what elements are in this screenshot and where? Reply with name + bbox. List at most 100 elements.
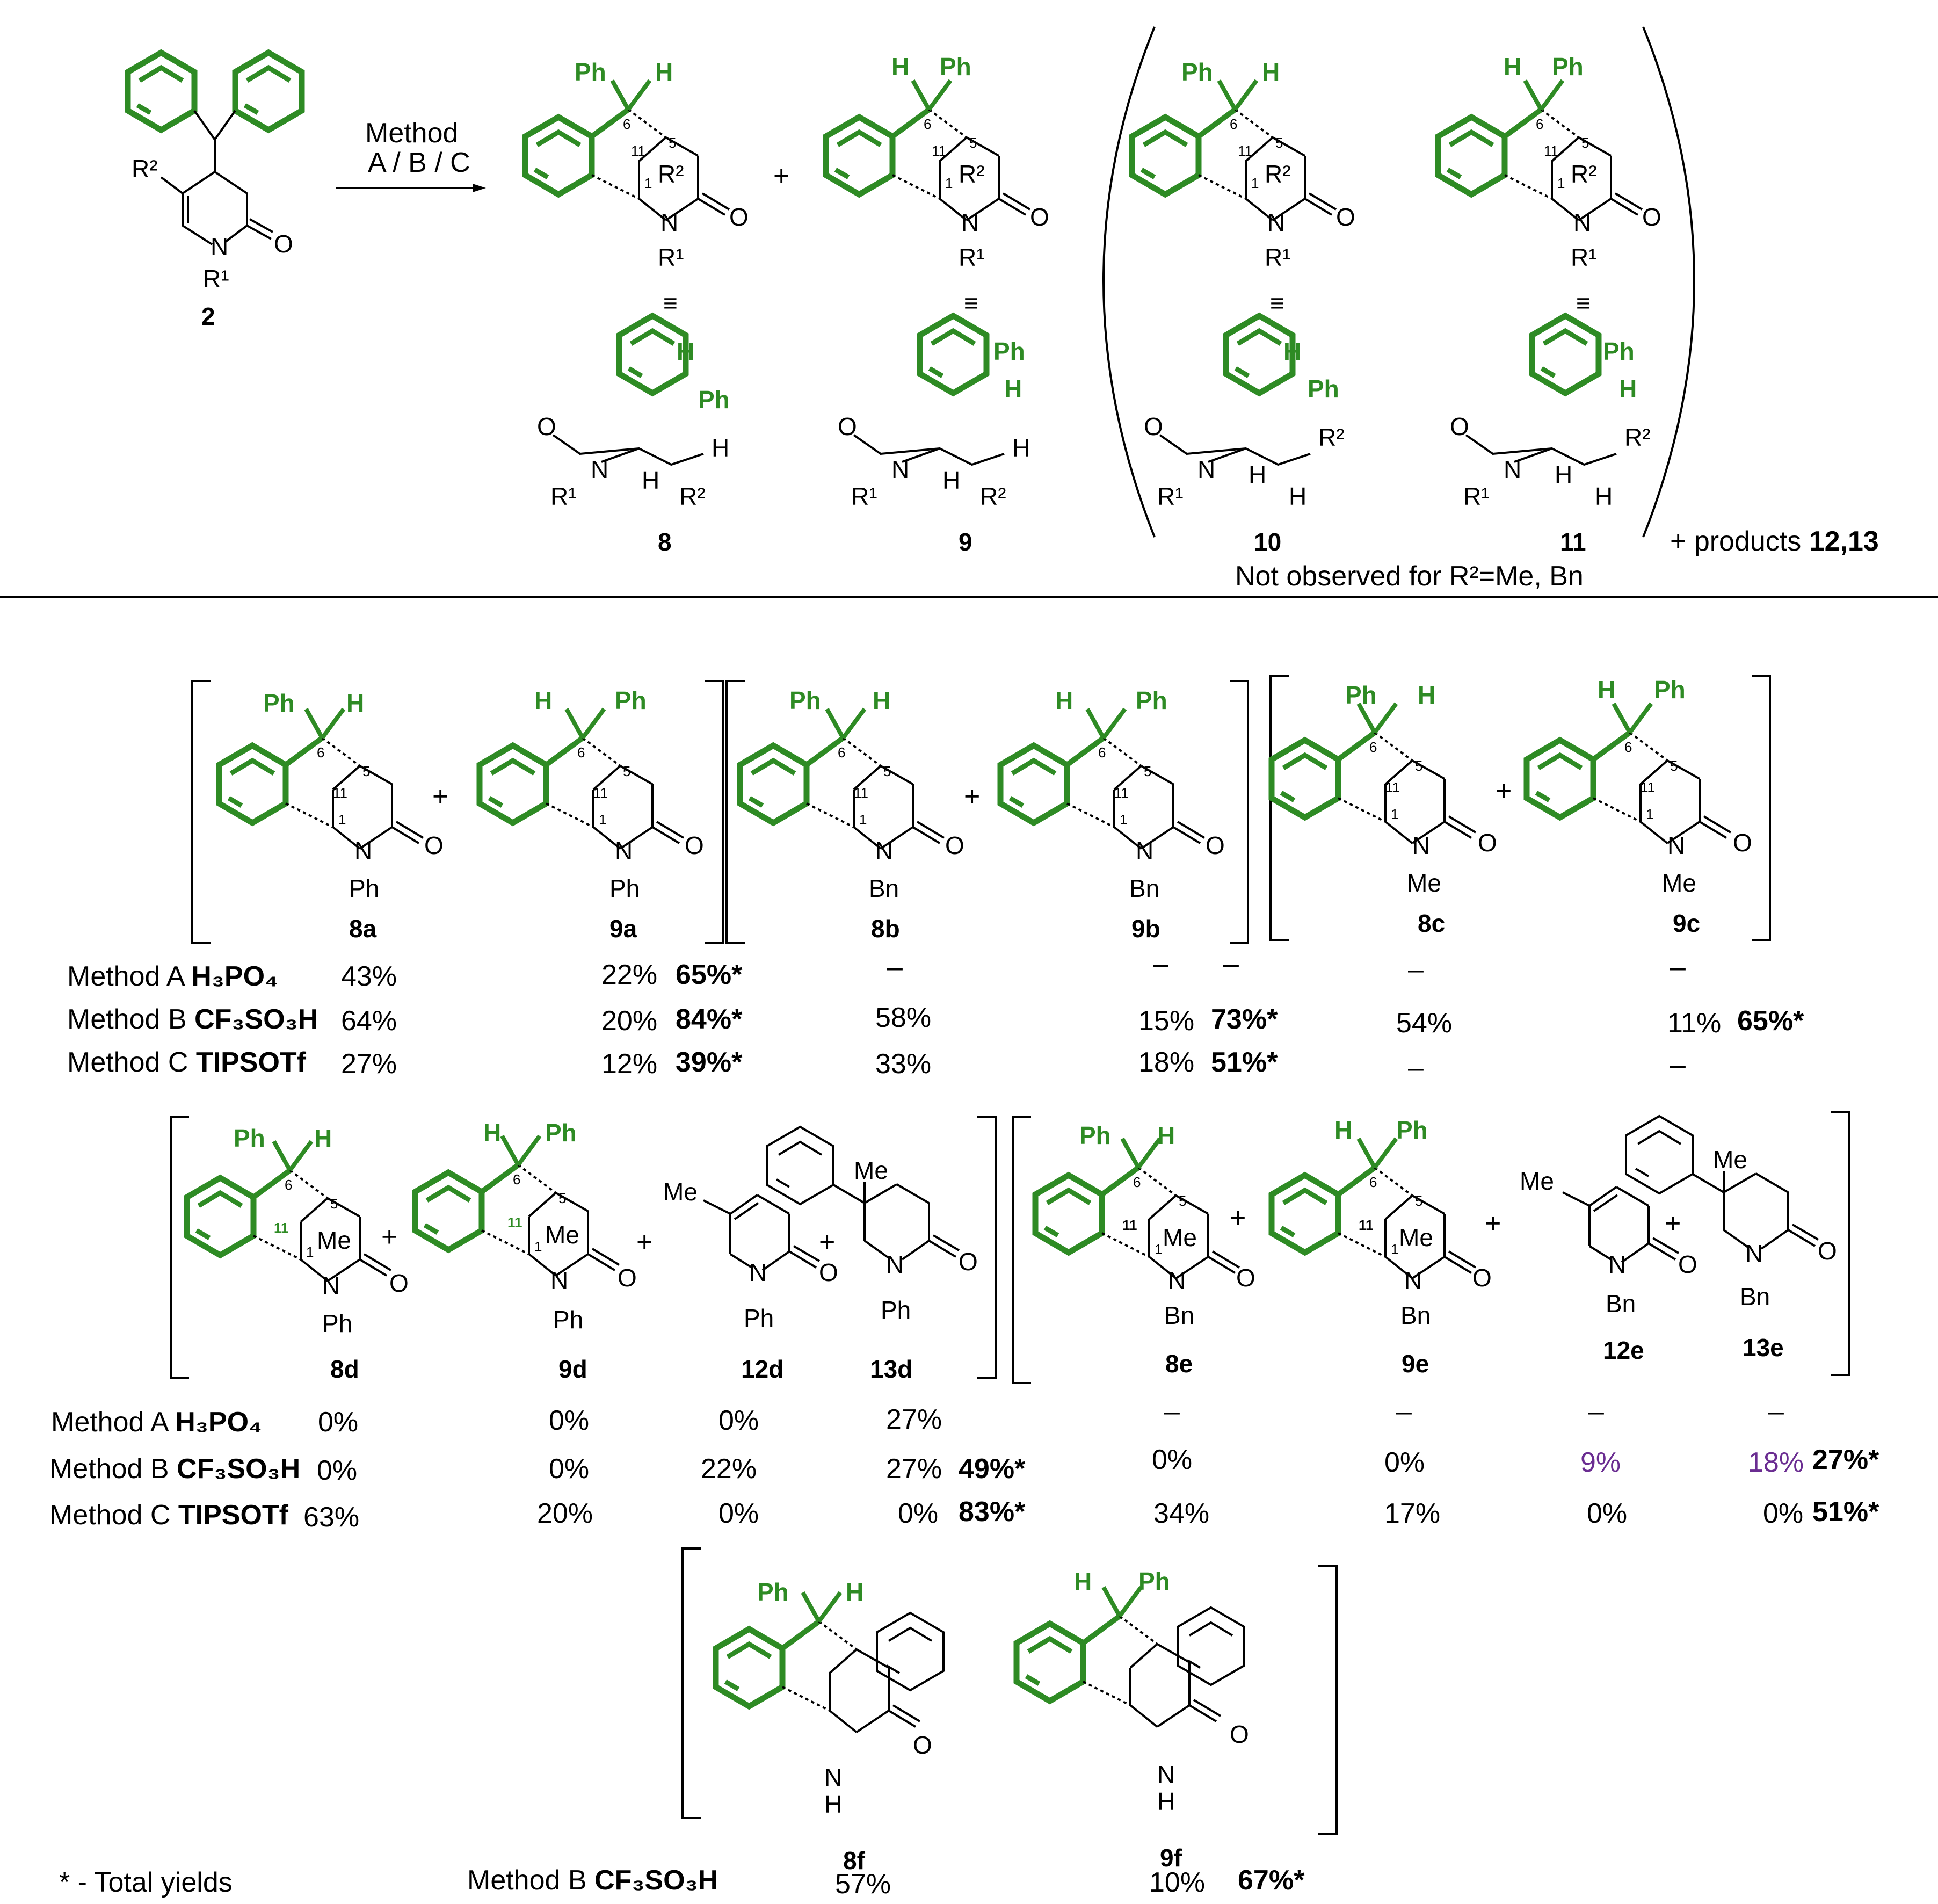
- locant-1: 1: [1155, 1241, 1162, 1257]
- compound-label-13e: 13e: [1743, 1334, 1784, 1362]
- table2-row-a: Method A H₃PO₄ 0% 0% 0% 27% – – – –: [51, 1396, 1784, 1438]
- yield-13e: 0%: [1763, 1498, 1803, 1529]
- locant-6: 6: [924, 116, 931, 132]
- yield-9e: 17%: [1384, 1498, 1440, 1529]
- n-atom: N: [1157, 1761, 1175, 1789]
- o-atom: O: [1733, 829, 1752, 857]
- h-label: H: [1619, 375, 1637, 403]
- bracket-pair-d: [170, 1116, 997, 1379]
- ph-label: Ph: [1308, 375, 1339, 403]
- bn-label: Bn: [1400, 1301, 1431, 1329]
- yield-9c: –: [1670, 1049, 1686, 1081]
- yield-8c: –: [1408, 954, 1424, 985]
- structure-9c: H Ph 6 5 11 1 N O Me 9c: [1527, 676, 1752, 937]
- n-atom: N: [660, 208, 678, 236]
- n-atom: N: [875, 837, 893, 865]
- n-atom: N: [1404, 1266, 1422, 1294]
- h-label: H: [1283, 337, 1301, 365]
- compound-label-8c: 8c: [1418, 909, 1445, 937]
- locant-1: 1: [338, 812, 346, 828]
- ph-label: Ph: [1138, 1567, 1170, 1595]
- locant-11: 11: [1359, 1217, 1374, 1233]
- bracket-pair-c: [1269, 675, 1771, 941]
- yield-9b: –: [1153, 949, 1168, 980]
- locant-6: 6: [1098, 744, 1106, 761]
- ph-label: Ph: [615, 686, 647, 714]
- h-label: H: [1418, 681, 1435, 709]
- n-atom: N: [322, 1272, 340, 1300]
- locant-1: 1: [644, 175, 652, 191]
- locant-5: 5: [362, 763, 370, 779]
- structure-8c: Ph H 6 5 11 1 N O Me 8c: [1272, 681, 1497, 937]
- structure-8b: Ph H 6 5 11 1 N O Bn 8b: [740, 686, 964, 943]
- me-label: Me: [1662, 869, 1696, 897]
- o-atom: O: [1642, 203, 1661, 231]
- method-label: Method C TIPSOTf: [67, 1047, 307, 1078]
- yield-9d: 0%: [549, 1453, 589, 1485]
- bn-label: Bn: [1606, 1290, 1636, 1317]
- h-label: H: [483, 1119, 501, 1147]
- yield-9a: 12%: [601, 1048, 657, 1080]
- product-10: Ph H 6 5 11 1 R² N O R¹ ≡ H Ph O N R¹ H …: [1132, 58, 1355, 556]
- arrow-label-method: Method: [365, 118, 458, 149]
- h-label: H: [1334, 1116, 1352, 1144]
- h-label: H: [534, 686, 552, 714]
- locant-5: 5: [669, 135, 676, 151]
- me-label: Me: [1163, 1224, 1197, 1251]
- h-label: H: [314, 1124, 332, 1152]
- locant-6: 6: [1369, 739, 1377, 755]
- yield-8b: 33%: [875, 1048, 931, 1080]
- equiv-sign: ≡: [1576, 289, 1591, 317]
- structure-9f: H Ph N H O 9f: [1017, 1567, 1249, 1872]
- r2-label: R²: [132, 155, 158, 183]
- yield-8a: 27%: [341, 1048, 397, 1080]
- r1-label: R¹: [550, 482, 577, 510]
- n-atom: N: [961, 208, 979, 236]
- compound-label-12e: 12e: [1603, 1336, 1644, 1364]
- locant-1: 1: [1251, 175, 1259, 191]
- n-atom: N: [1168, 1266, 1186, 1294]
- locant-6: 6: [285, 1177, 292, 1193]
- r2-label: R²: [1624, 423, 1651, 451]
- plus-sign: +: [1665, 1208, 1681, 1239]
- total-yield-d: 49%*: [959, 1453, 1026, 1485]
- locant-1: 1: [1646, 806, 1653, 822]
- compound-label-12d: 12d: [741, 1355, 783, 1383]
- method-label: Method A H₃PO₄: [51, 1407, 262, 1438]
- n-atom: N: [354, 837, 372, 865]
- n-atom: N: [1573, 208, 1591, 236]
- ph-label: Ph: [1079, 1121, 1111, 1149]
- locant-1: 1: [1391, 806, 1398, 822]
- locant-6: 6: [1624, 739, 1632, 755]
- yield-8e: 0%: [1152, 1444, 1192, 1475]
- locant-5: 5: [1144, 763, 1151, 779]
- n-atom: N: [1608, 1250, 1626, 1278]
- structure-9a: H Ph 6 5 11 1 N O Ph 9a: [480, 686, 704, 943]
- ph-label: Ph: [1136, 686, 1167, 714]
- o-atom: O: [1230, 1720, 1249, 1748]
- method-label: Method B CF₃SO₃H: [49, 1453, 300, 1485]
- nh-label: H: [824, 1790, 842, 1818]
- n-atom: N: [1667, 831, 1685, 859]
- locant-11: 11: [507, 1214, 522, 1230]
- locant-11: 11: [631, 143, 645, 159]
- structure-8f: Ph H N H O 8f: [716, 1578, 945, 1874]
- h-label: H: [1595, 482, 1613, 510]
- r2-label: R²: [658, 160, 684, 188]
- yield-8c: –: [1408, 1052, 1424, 1083]
- h-label: H: [1289, 482, 1306, 510]
- total-yield-d: 83%*: [959, 1496, 1026, 1527]
- equiv-sign: ≡: [663, 289, 678, 317]
- compound-label-2: 2: [201, 302, 215, 330]
- yield-13d: 27%: [886, 1453, 942, 1485]
- bracket-pair-f: [681, 1547, 1338, 1835]
- r1-label: R¹: [1463, 482, 1490, 510]
- locant-6: 6: [317, 744, 324, 761]
- o-atom: O: [424, 831, 444, 859]
- locant-6: 6: [1369, 1174, 1377, 1190]
- n-atom: N: [1136, 837, 1153, 865]
- total-yield-f: 67%*: [1238, 1865, 1305, 1896]
- table1-row-a: Method A H₃PO₄ 43% 22% 65%* – – – – –: [67, 949, 1686, 992]
- compound-label-8f: 8f: [843, 1847, 866, 1874]
- method-label: Method B CF₃SO₃H: [67, 1004, 318, 1035]
